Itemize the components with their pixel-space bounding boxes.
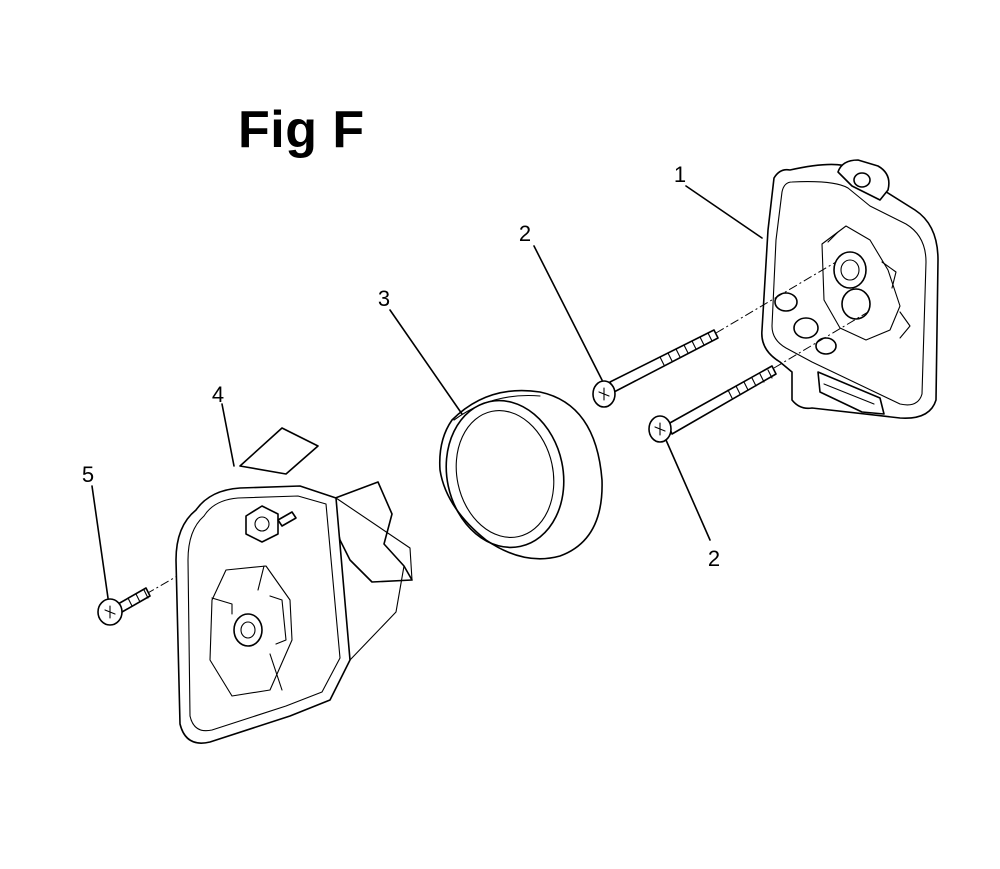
- centerline-upper: [715, 261, 837, 334]
- part-2-long-screw-lower: [648, 365, 777, 443]
- part-1-air-cleaner-base: [761, 159, 939, 419]
- callout-2-upper: 2: [519, 221, 531, 246]
- callout-5: 5: [82, 462, 94, 487]
- part-2-long-screw-upper: [592, 329, 719, 408]
- callout-4: 4: [212, 382, 224, 407]
- part-3-filter-ring: [438, 389, 603, 560]
- part-4-air-cleaner-cover: [175, 427, 413, 744]
- centerline-lower: [773, 311, 869, 369]
- figure-title: Fig F: [238, 101, 365, 159]
- callout-2-lower: 2: [708, 546, 720, 571]
- part-5-cover-screw: [97, 587, 151, 626]
- callout-1: 1: [674, 162, 686, 187]
- callout-3: 3: [378, 286, 390, 311]
- leader-lines: [91, 185, 763, 599]
